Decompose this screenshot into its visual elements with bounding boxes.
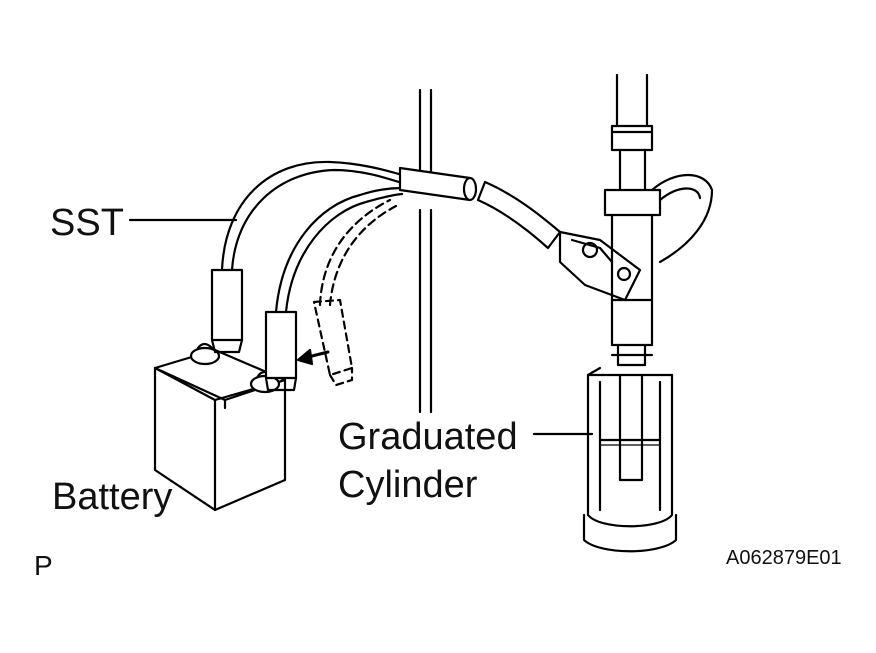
- battery: [153, 342, 287, 512]
- graduated-cylinder: [582, 366, 678, 553]
- sst-label: SST: [50, 202, 124, 244]
- clip-middle: [264, 310, 298, 392]
- cylinder-label: Cylinder: [338, 464, 478, 506]
- clip-left: [210, 268, 244, 354]
- arrow-icon: [296, 348, 330, 366]
- graduated-label: Graduated: [338, 416, 518, 458]
- injector-connector: [558, 230, 642, 302]
- section-break-lines: [418, 88, 433, 414]
- view-marker: P: [34, 550, 53, 581]
- injector-body: [603, 173, 714, 367]
- fuel-hose: [610, 73, 654, 207]
- sst-leads: [220, 160, 562, 314]
- figure-code: A062879E01: [726, 547, 842, 569]
- battery-label: Battery: [52, 476, 173, 518]
- clip-ghost: [312, 298, 354, 387]
